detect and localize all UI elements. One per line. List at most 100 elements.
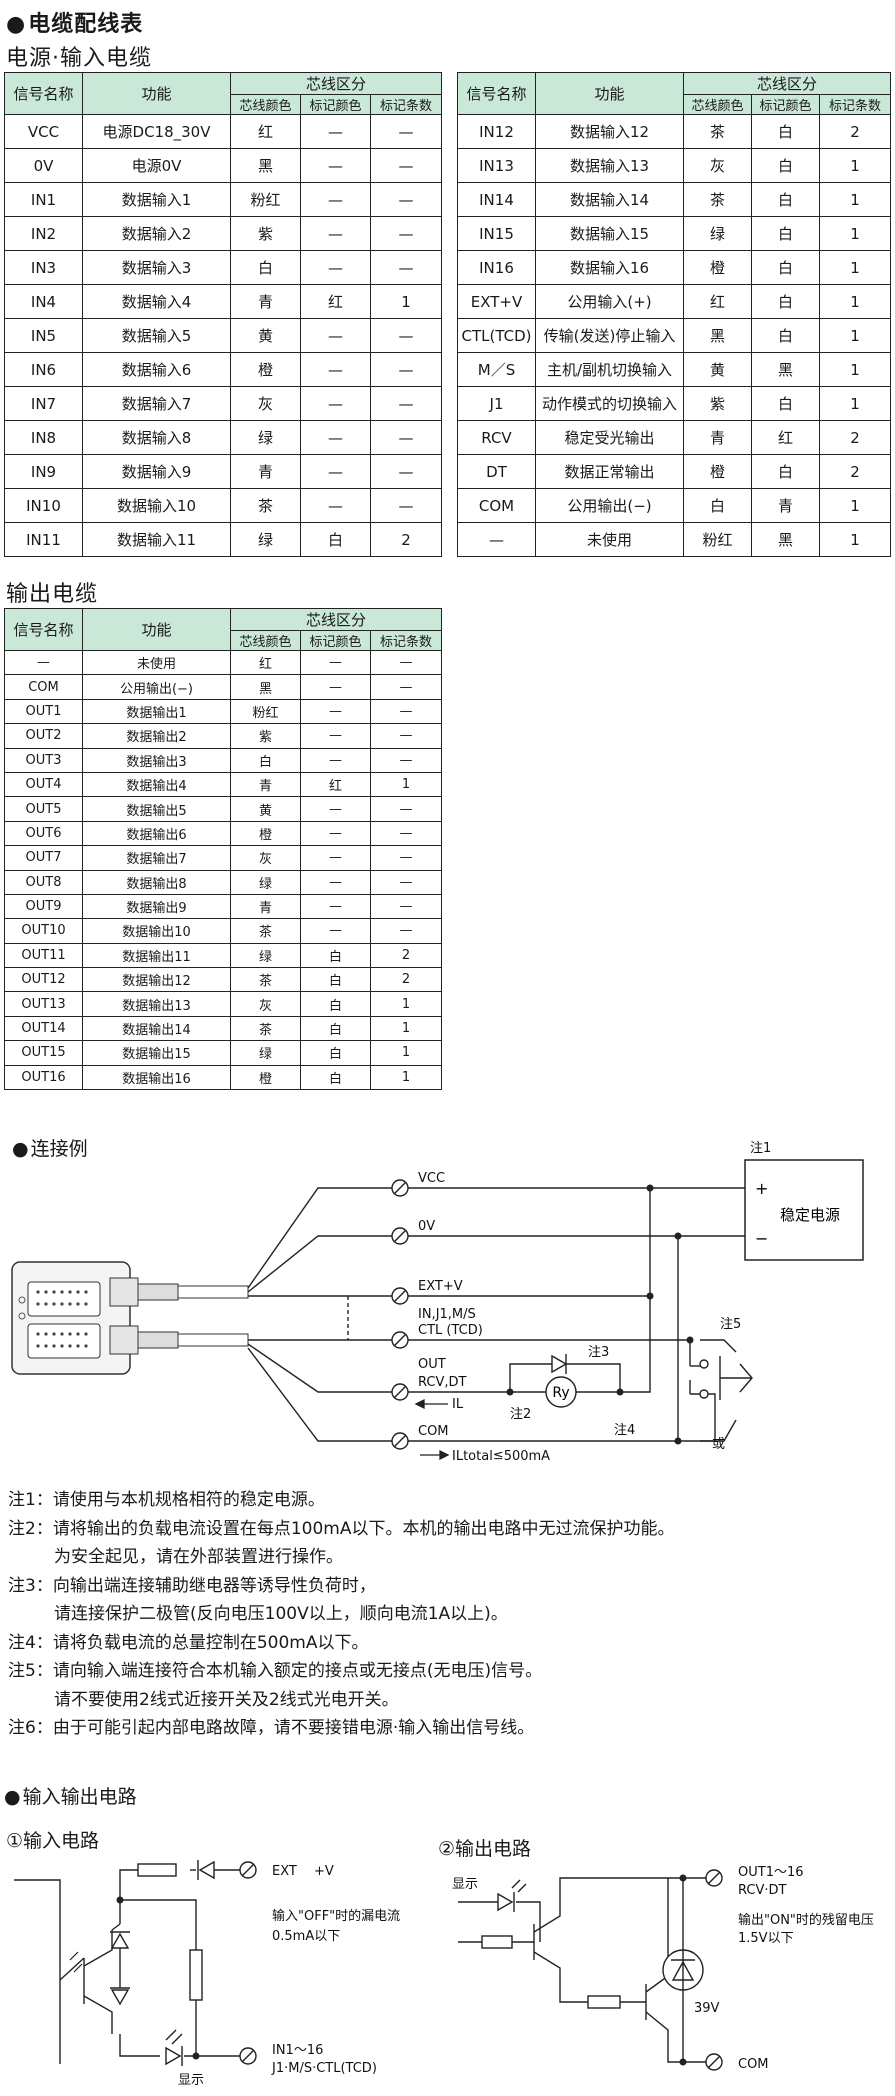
mark-count-cell: 1 (818, 352, 892, 387)
function-cell: 未使用 (82, 649, 231, 676)
core-color-cell: 茶 (683, 182, 752, 217)
signal-cell: OUT11 (4, 942, 83, 969)
svg-text:+V: +V (314, 1864, 334, 1879)
svg-text:注3: 注3 (588, 1345, 609, 1360)
header-mark-color: 标记颜色 (300, 630, 371, 651)
function-cell: 数据输入7 (82, 386, 231, 421)
core-color-cell: 粉红 (683, 522, 752, 557)
svg-text:0.5mA以下: 0.5mA以下 (272, 1929, 340, 1944)
mark-count-cell: 2 (369, 942, 443, 969)
function-cell: 数据输出8 (82, 869, 231, 895)
mark-count-cell: 1 (818, 386, 892, 421)
io-circuit-title: 输入输出电路 (4, 1782, 137, 1809)
mark-count-cell: — (369, 918, 443, 944)
core-color-cell: 茶 (230, 488, 301, 523)
svg-text:ILtotal≦500mA: ILtotal≦500mA (452, 1449, 550, 1460)
signal-cell: CTL(TCD) (457, 318, 536, 353)
mark-count-cell: 1 (369, 1064, 443, 1091)
input-circuit-title: ①输入电路 (6, 1830, 100, 1852)
mark-count-cell: — (369, 148, 443, 183)
svg-text:RCV,DT: RCV,DT (418, 1375, 466, 1390)
core-color-cell: 绿 (230, 522, 301, 557)
mark-color-cell: — (300, 352, 371, 387)
core-color-cell: 灰 (230, 386, 301, 421)
core-color-cell: 黑 (683, 318, 752, 353)
svg-text:COM: COM (738, 2057, 769, 2072)
function-cell: 未使用 (535, 522, 684, 557)
signal-cell: IN5 (4, 318, 83, 353)
header-mark-count: 标记条数 (818, 94, 892, 115)
mark-count-cell: 1 (818, 318, 892, 353)
core-color-cell: 红 (683, 284, 752, 319)
core-color-cell: 灰 (230, 845, 301, 871)
core-color-cell: 粉红 (230, 698, 301, 725)
signal-cell: OUT16 (4, 1064, 83, 1091)
svg-text:VCC: VCC (418, 1171, 445, 1186)
function-cell: 数据输入5 (82, 318, 231, 353)
mark-color-cell: — (300, 723, 371, 749)
protection-diode-icon (530, 1354, 568, 1374)
function-cell: 传输(发送)停止输入 (535, 318, 684, 353)
signal-cell: OUT12 (4, 967, 83, 993)
core-color-cell: 绿 (230, 1040, 301, 1066)
header-core-color: 芯线颜色 (683, 94, 752, 115)
mark-count-cell: 1 (369, 284, 443, 319)
signal-cell: OUT14 (4, 1015, 83, 1042)
core-color-cell: 紫 (230, 216, 301, 251)
svg-text:+: + (755, 1179, 768, 1198)
mark-color-cell: 红 (751, 420, 820, 455)
mark-color-cell: 黑 (751, 352, 820, 387)
mark-count-cell: 2 (818, 454, 892, 489)
header-signal: 信号名称 (457, 72, 536, 115)
function-cell: 数据输出7 (82, 845, 231, 871)
mark-count-cell: — (369, 420, 443, 455)
mark-color-cell: — (300, 845, 371, 871)
core-color-cell: 紫 (230, 723, 301, 749)
header-function: 功能 (82, 72, 231, 115)
mark-count-cell: — (369, 869, 443, 895)
mark-color-cell: 白 (300, 522, 371, 557)
power-supply-box: + − 稳定电源 (744, 1159, 864, 1261)
header-mark-count: 标记条数 (369, 94, 443, 115)
cable-table-title: 电缆配线表 (6, 6, 143, 38)
mark-count-cell: 1 (369, 771, 443, 798)
signal-cell: OUT5 (4, 796, 83, 822)
signal-cell: OUT9 (4, 893, 83, 920)
mark-color-cell: 青 (751, 488, 820, 523)
mark-count-cell: — (369, 893, 443, 920)
mark-count-cell: — (369, 386, 443, 421)
function-cell: 数据输出10 (82, 918, 231, 944)
signal-cell: IN2 (4, 216, 83, 251)
mark-color-cell: — (300, 820, 371, 847)
signal-cell: IN12 (457, 114, 536, 149)
mark-color-cell: — (300, 420, 371, 455)
core-color-cell: 黄 (230, 318, 301, 353)
mark-count-cell: — (369, 723, 443, 749)
mark-color-cell: — (300, 918, 371, 944)
mark-count-cell: — (369, 182, 443, 217)
core-color-cell: 橙 (230, 820, 301, 847)
svg-text:0V: 0V (418, 1219, 435, 1234)
core-color-cell: 绿 (230, 942, 301, 969)
mark-color-cell: — (300, 114, 371, 149)
mark-count-cell: 1 (818, 250, 892, 285)
header-function: 功能 (535, 72, 684, 115)
core-color-cell: 黄 (230, 796, 301, 822)
resistor-icon (587, 1995, 621, 2009)
function-cell: 数据输入8 (82, 420, 231, 455)
svg-text:−: − (755, 1229, 768, 1248)
